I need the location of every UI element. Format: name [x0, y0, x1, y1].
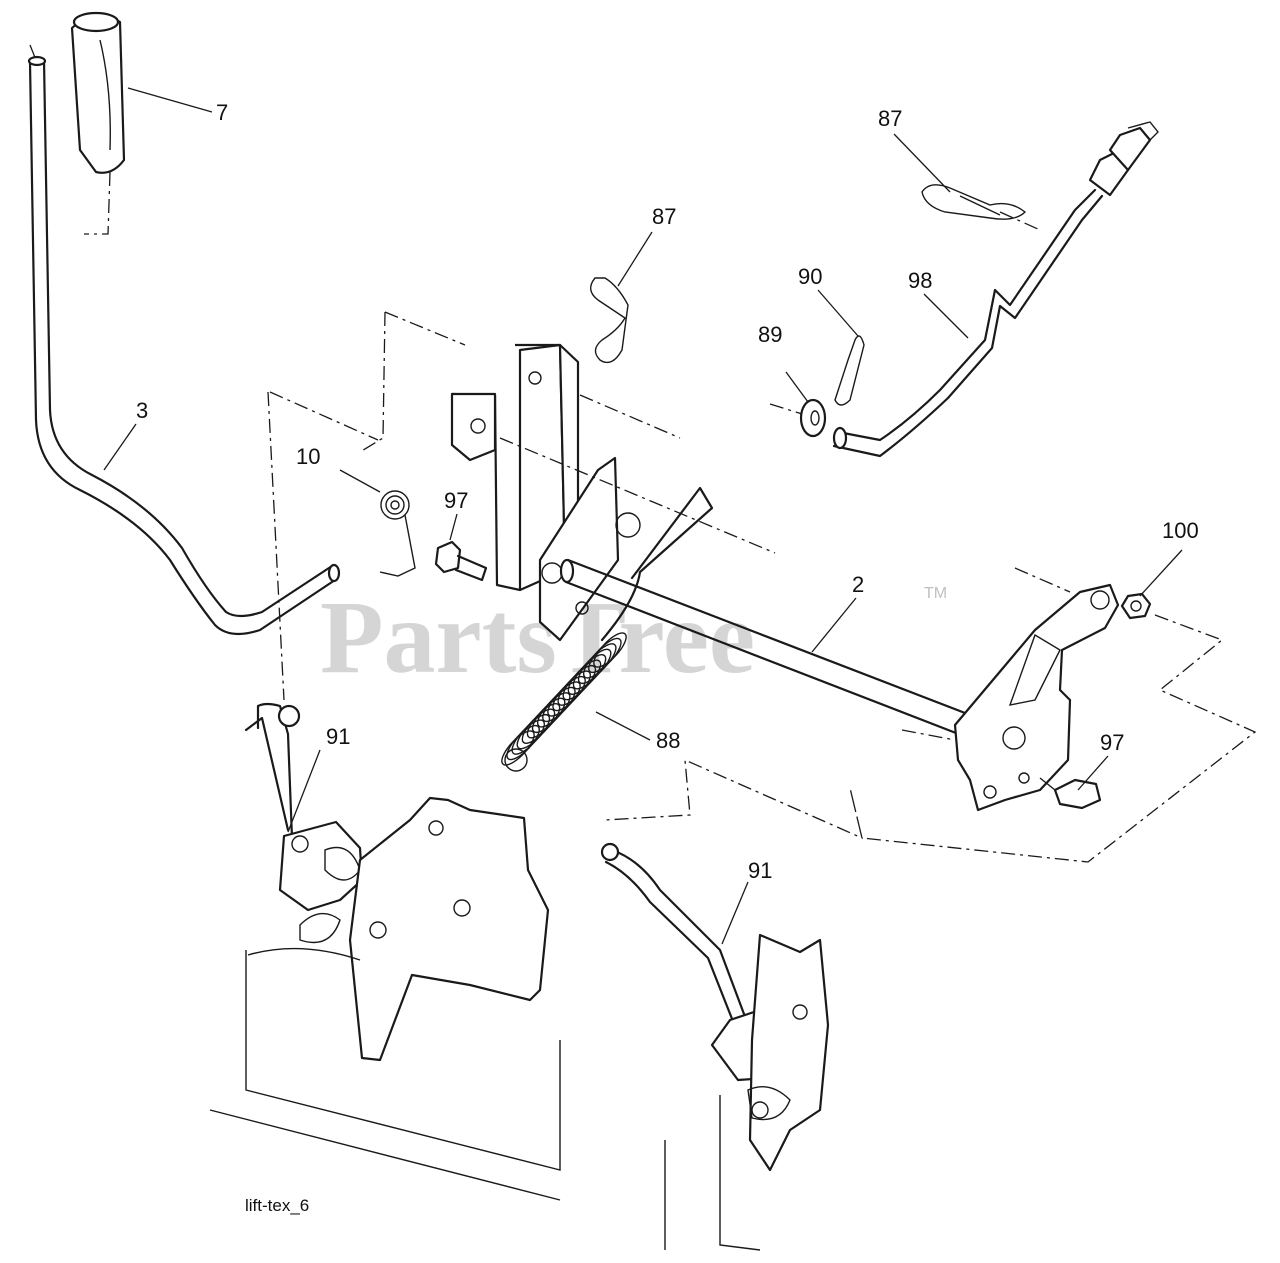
callout-89: 89	[758, 322, 782, 347]
lift-link-part-91-left	[244, 702, 301, 840]
lift-rod-part-98	[832, 121, 1159, 458]
callout-91-left: 91	[326, 724, 350, 749]
bolt-part-97-left	[434, 540, 488, 582]
watermark-text: PartsTree	[320, 580, 755, 695]
callout-10: 10	[296, 444, 320, 469]
shaft-arm	[538, 456, 641, 642]
bolt-part-97-right	[1039, 777, 1102, 810]
lift-link-part-91-right	[600, 842, 752, 1036]
extension-spring-part-88	[501, 486, 714, 772]
left-hanger-assembly	[278, 796, 550, 1062]
hairpin-clip-part-87-center	[590, 277, 629, 364]
spring-coil	[593, 632, 627, 668]
cotter-pin-part-90	[834, 335, 865, 406]
washer-part-89	[799, 398, 827, 438]
callout-88: 88	[656, 728, 680, 753]
callout-labels: 7 87 87 90 98 89 3 10 97 100 2 91 88 97 …	[136, 100, 1199, 883]
grip-phantom-line	[29, 44, 111, 235]
callout-90: 90	[798, 264, 822, 289]
diagram-caption: lift-tex_6	[245, 1196, 309, 1215]
callout-3: 3	[136, 398, 148, 423]
watermark-trademark: TM	[924, 585, 947, 602]
phantom-lines	[267, 211, 1257, 863]
callout-7: 7	[216, 100, 228, 125]
callout-97-left: 97	[444, 488, 468, 513]
right-lift-arm	[953, 583, 1120, 812]
nut-part-100	[1120, 592, 1152, 620]
torsion-spring-part-10	[379, 490, 416, 577]
callout-100: 100	[1162, 518, 1199, 543]
callout-91-right: 91	[748, 858, 772, 883]
right-hanger-assembly	[710, 933, 830, 1172]
leader-lines	[103, 87, 1183, 945]
grip-part-7	[70, 11, 126, 174]
hairpin-clip-part-87-top	[921, 184, 1027, 220]
lift-bracket	[450, 343, 580, 592]
deck-outline	[209, 947, 761, 1251]
callout-87-top: 87	[878, 106, 902, 131]
lift-handle-part-3	[27, 55, 341, 636]
callout-97-right: 97	[1100, 730, 1124, 755]
callout-87-center: 87	[652, 204, 676, 229]
callout-98: 98	[908, 268, 932, 293]
callout-2: 2	[852, 572, 864, 597]
